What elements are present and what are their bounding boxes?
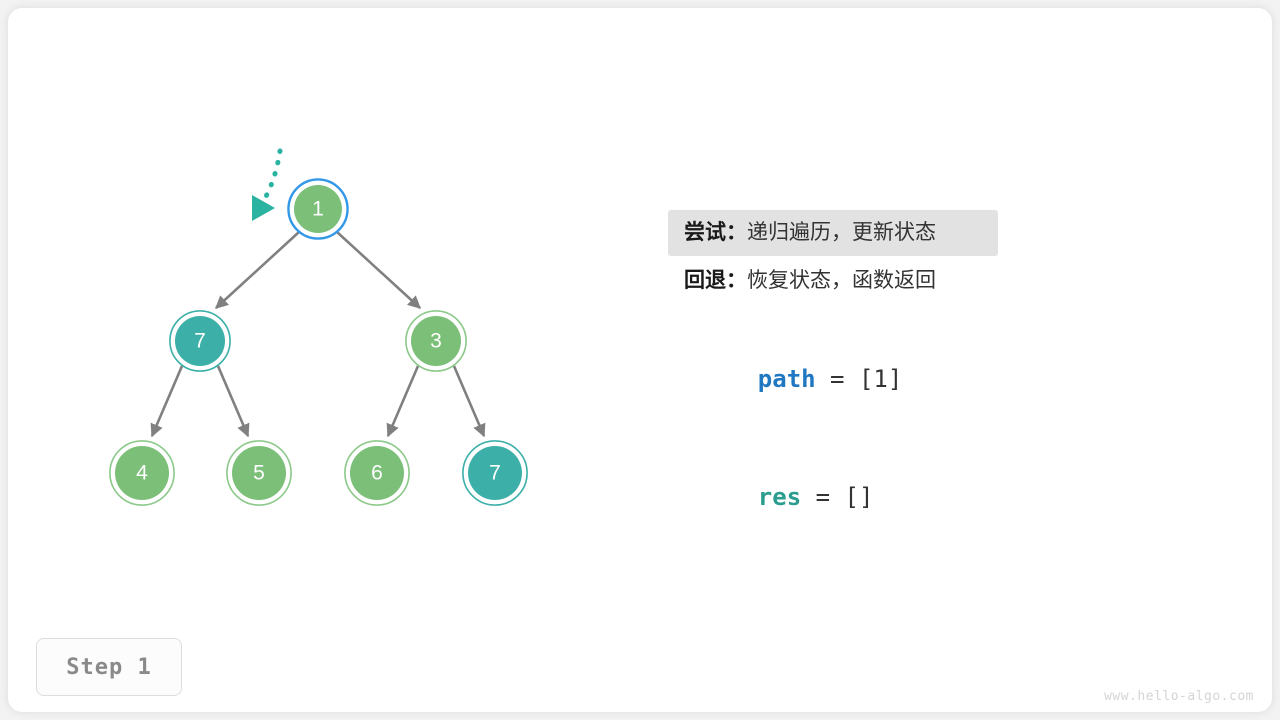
node-white-gap	[406, 311, 466, 371]
node-label: 4	[136, 462, 148, 485]
node-white-gap	[227, 441, 291, 505]
try-phase-label: 尝试：	[684, 221, 747, 244]
tree-node-7-left[interactable]: 7	[169, 310, 231, 372]
tree-node-7-right[interactable]: 7	[462, 440, 528, 506]
info-panel: 尝试：递归遍历，更新状态 回退：恢复状态，函数返回	[668, 210, 1164, 304]
step-badge: Step 1	[36, 638, 182, 696]
tree-edges	[150, 231, 486, 438]
edge-3-7	[452, 365, 486, 438]
res-variable-value: = []	[801, 483, 874, 511]
node-fill	[411, 316, 461, 366]
edge-3-6	[386, 365, 420, 438]
node-fill	[115, 446, 169, 500]
node-fill	[350, 446, 404, 500]
node-white-gap	[110, 441, 174, 505]
res-state-line: res = []	[700, 443, 874, 511]
node-outer-ring	[109, 440, 175, 506]
node-outer-ring	[226, 440, 292, 506]
pointer-dotted-path	[261, 148, 283, 203]
tree-node-4[interactable]: 4	[109, 440, 175, 506]
path-state-line: path = [1]	[700, 325, 903, 393]
backtrack-phase-text: 恢复状态，函数返回	[747, 269, 936, 292]
tree-node-3[interactable]: 3	[405, 310, 467, 372]
node-fill	[232, 446, 286, 500]
node-white-gap	[463, 441, 527, 505]
edge-7-5	[216, 365, 250, 438]
watermark: www.hello-algo.com	[1104, 689, 1254, 704]
node-label: 1	[312, 198, 324, 221]
tree-node-1[interactable]: 1	[287, 178, 349, 240]
node-label: 7	[194, 330, 206, 353]
node-label: 3	[430, 330, 442, 353]
path-variable-value: = [1]	[815, 365, 903, 393]
node-outer-ring	[169, 310, 231, 372]
edge-1-3	[336, 231, 421, 309]
node-fill	[175, 316, 225, 366]
edge-1-7	[215, 231, 300, 309]
recursion-pointer	[252, 148, 283, 221]
try-phase-text: 递归遍历，更新状态	[747, 221, 936, 244]
node-label: 5	[253, 462, 265, 485]
node-fill	[294, 185, 342, 233]
step-badge-label: Step 1	[66, 654, 152, 680]
backtrack-phase-line: 回退：恢复状态，函数返回	[668, 258, 1164, 304]
node-outer-ring	[344, 440, 410, 506]
node-white-gap	[289, 180, 347, 238]
path-variable-name: path	[757, 365, 816, 393]
try-phase-line: 尝试：递归遍历，更新状态	[668, 210, 998, 256]
edge-7-4	[150, 365, 184, 438]
node-outer-ring	[462, 440, 528, 506]
pointer-arrowhead-icon	[252, 195, 275, 221]
res-variable-name: res	[757, 483, 802, 511]
node-active-ring	[287, 178, 349, 240]
tree-node-5[interactable]: 5	[226, 440, 292, 506]
node-label: 7	[489, 462, 501, 485]
watermark-text: www.hello-algo.com	[1104, 689, 1254, 704]
node-white-gap	[345, 441, 409, 505]
node-label: 6	[371, 462, 383, 485]
tree-node-6[interactable]: 6	[344, 440, 410, 506]
backtrack-phase-label: 回退：	[684, 269, 747, 292]
node-white-gap	[170, 311, 230, 371]
node-fill	[468, 446, 522, 500]
node-outer-ring	[405, 310, 467, 372]
